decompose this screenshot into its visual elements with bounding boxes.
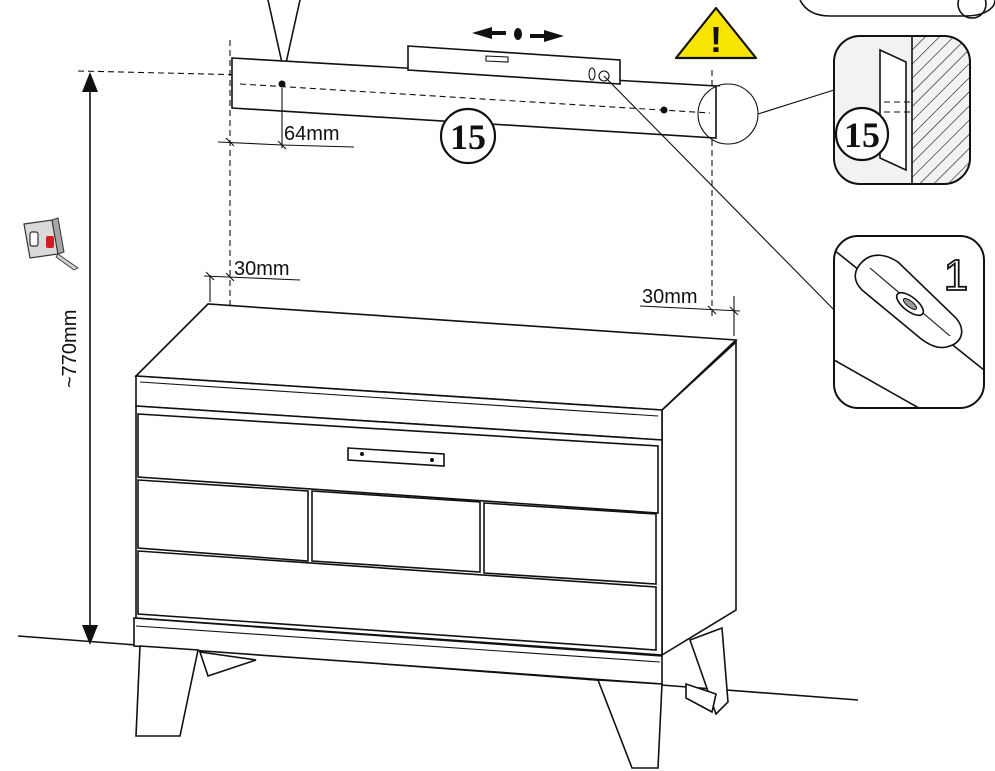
height-label: ~770mm	[59, 310, 81, 388]
rail-part-badge: 15	[439, 107, 497, 165]
bottom-drawer	[137, 550, 657, 651]
left-clearance-dimension: 30mm	[203, 258, 301, 302]
spirit-level-icon	[407, 45, 621, 85]
left-panel	[137, 479, 309, 562]
right-clearance-dimension: 30mm	[639, 286, 741, 336]
wall-detail-inset: 15	[833, 35, 971, 185]
level-bubble-marker	[598, 70, 610, 82]
svg-text:!: !	[710, 19, 722, 60]
right-panel	[483, 502, 657, 585]
left-right-arrows-icon	[472, 27, 564, 42]
rail-part-number: 15	[450, 117, 486, 157]
detail-highlight-circle	[697, 83, 759, 145]
detail-part-number: 15	[844, 115, 880, 155]
drawer-handle	[347, 447, 445, 467]
back-left-leg-brace	[198, 651, 257, 678]
hole-offset-label: 64mm	[284, 123, 340, 145]
center-panel	[311, 490, 481, 573]
tape-measure-icon	[23, 217, 79, 271]
left-clearance-label: 30mm	[234, 258, 290, 280]
level-step-number: 1	[944, 251, 968, 300]
front-right-leg	[596, 679, 663, 769]
top-right-callout-fragment	[799, 0, 995, 19]
hole-offset-dimension: 64mm	[217, 88, 355, 150]
detail-callout-line	[757, 89, 835, 115]
cabinet	[133, 303, 738, 769]
back-right-leg	[688, 626, 729, 716]
level-detail-inset: 1	[833, 235, 985, 409]
warning-icon: !	[674, 6, 758, 60]
front-left-leg	[135, 645, 199, 737]
level-callout-line	[603, 75, 843, 319]
right-clearance-label: 30mm	[642, 286, 698, 308]
